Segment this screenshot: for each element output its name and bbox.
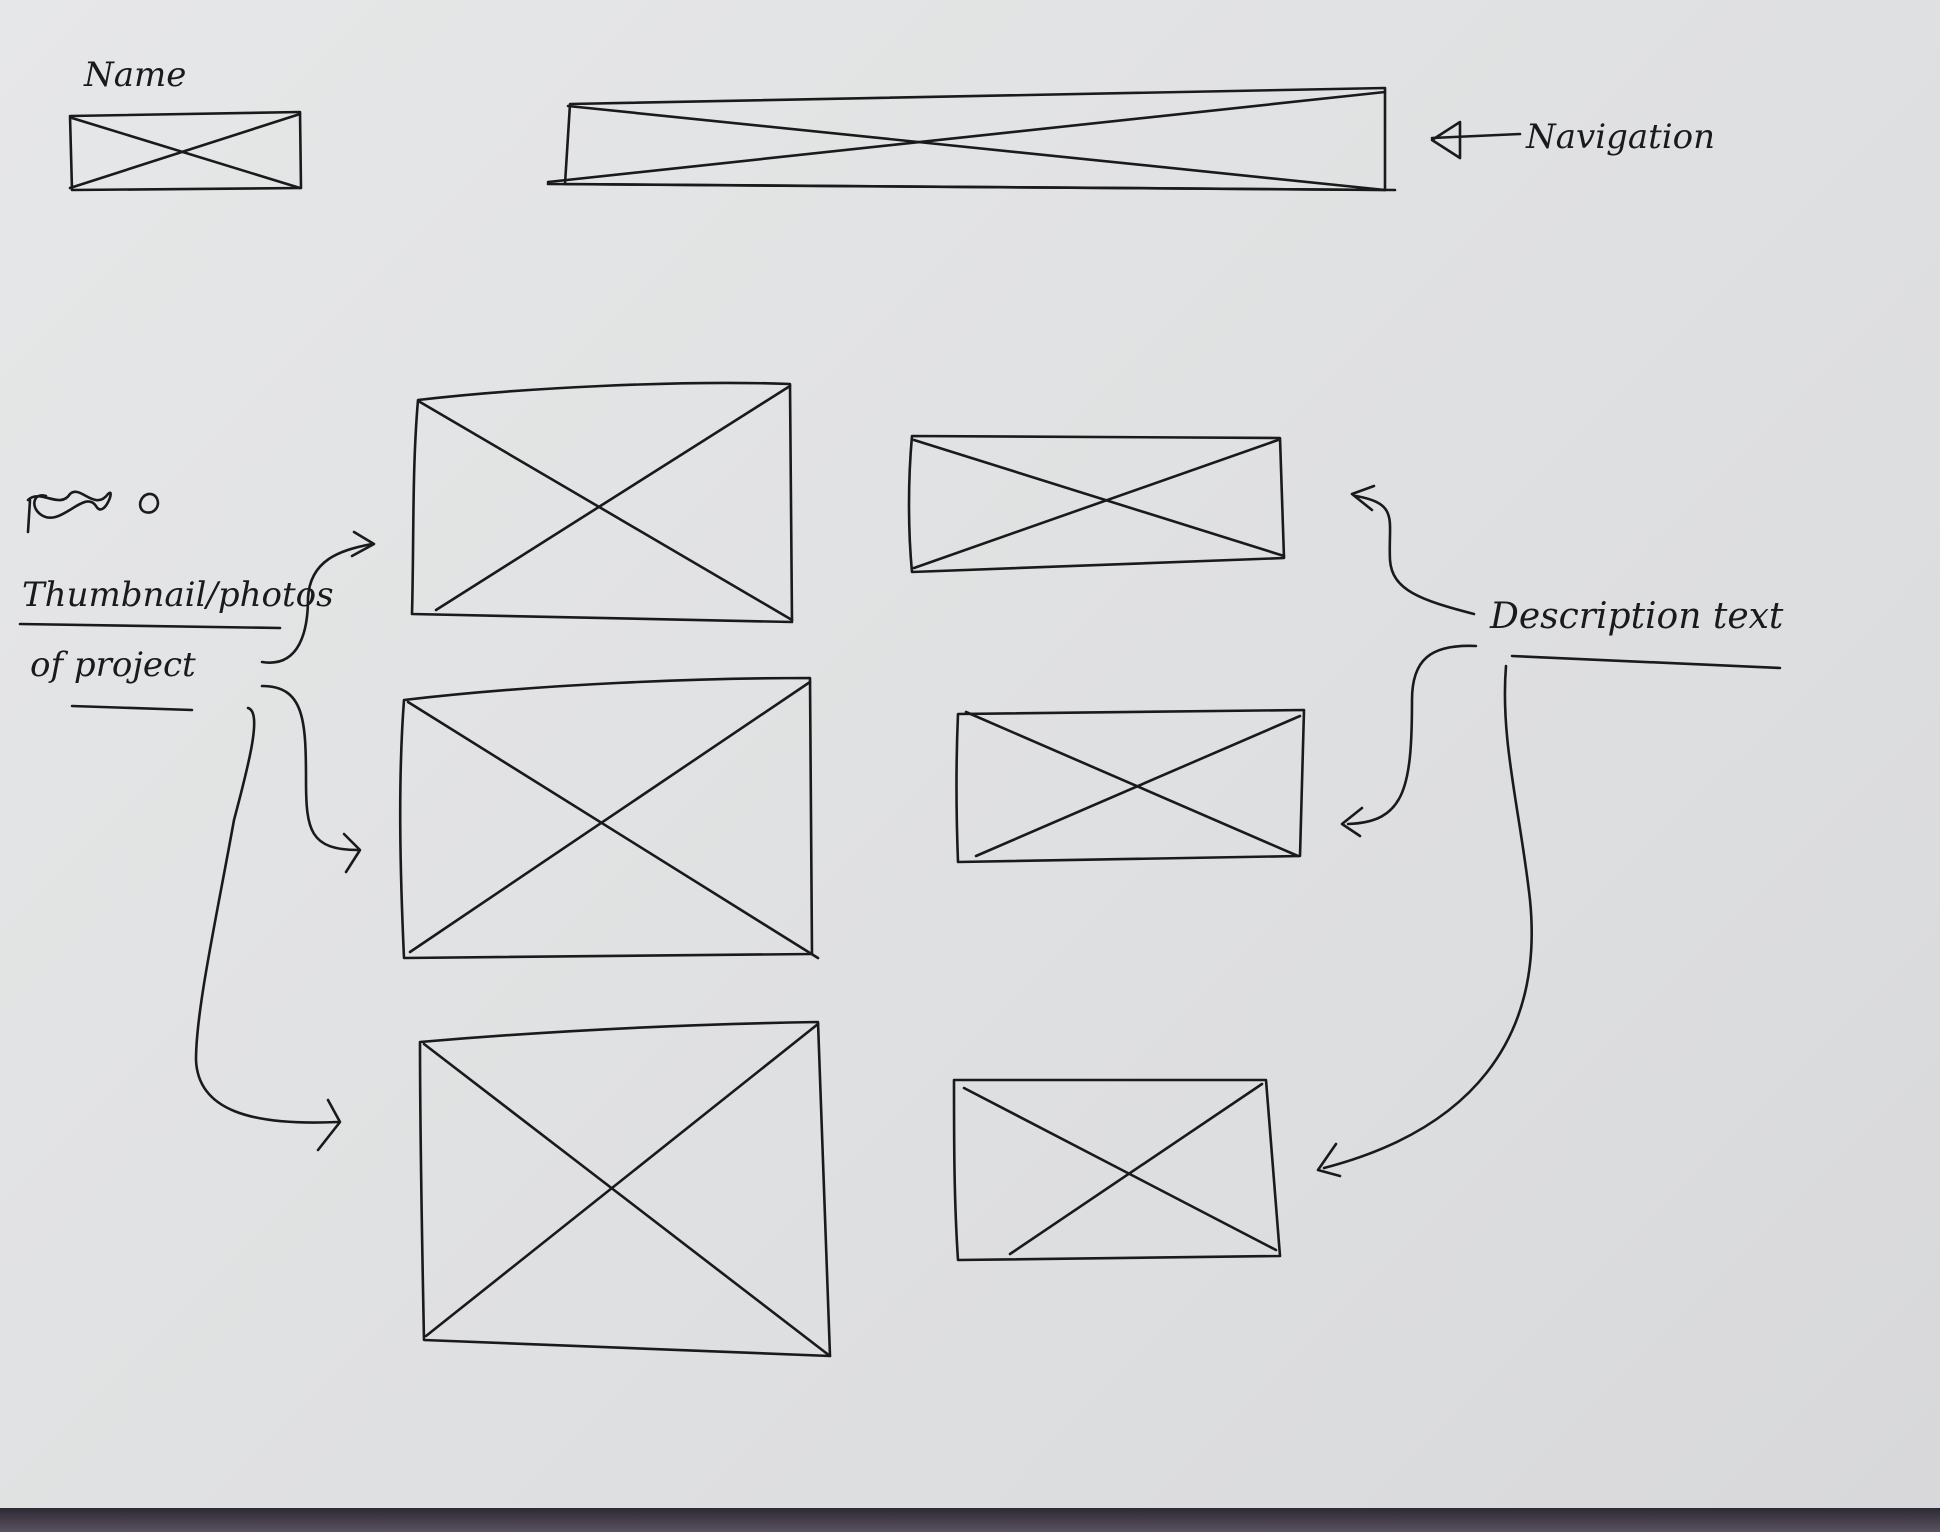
arrow-to-description-2-icon	[1340, 644, 1478, 838]
description-placeholder-1	[907, 434, 1286, 574]
thumbnail-label-underline-2	[70, 704, 194, 712]
thumbnail-placeholder-1	[410, 381, 794, 624]
arrow-to-description-3-icon	[1316, 664, 1533, 1178]
thumbnail-placeholder-3	[418, 1020, 832, 1358]
navigation-placeholder-bar	[546, 86, 1397, 192]
description-label: Description text	[1489, 596, 1784, 637]
name-label: Name	[83, 55, 186, 95]
name-placeholder-box	[68, 110, 303, 192]
thumbnail-label-underline	[18, 622, 282, 630]
arrow-to-thumbnail-3-icon	[194, 706, 342, 1152]
navigation-arrow-icon	[1430, 120, 1522, 160]
description-placeholder-3	[952, 1078, 1282, 1262]
arrow-to-description-1-icon	[1350, 484, 1476, 616]
description-label-underline	[1510, 654, 1782, 670]
thumbnail-label-line2: of project	[30, 645, 196, 685]
description-placeholder-2	[955, 708, 1306, 864]
thumbnail-placeholder-2	[398, 676, 820, 960]
thumbnail-label-line1: Thumbnail/photos	[22, 575, 334, 615]
arrow-to-thumbnail-2-icon	[260, 684, 362, 874]
desk-surface	[0, 1508, 1940, 1532]
navigation-label: Navigation	[1525, 117, 1715, 157]
arrow-to-thumbnail-1-icon	[260, 530, 376, 664]
scribbled-out-text	[26, 490, 160, 534]
